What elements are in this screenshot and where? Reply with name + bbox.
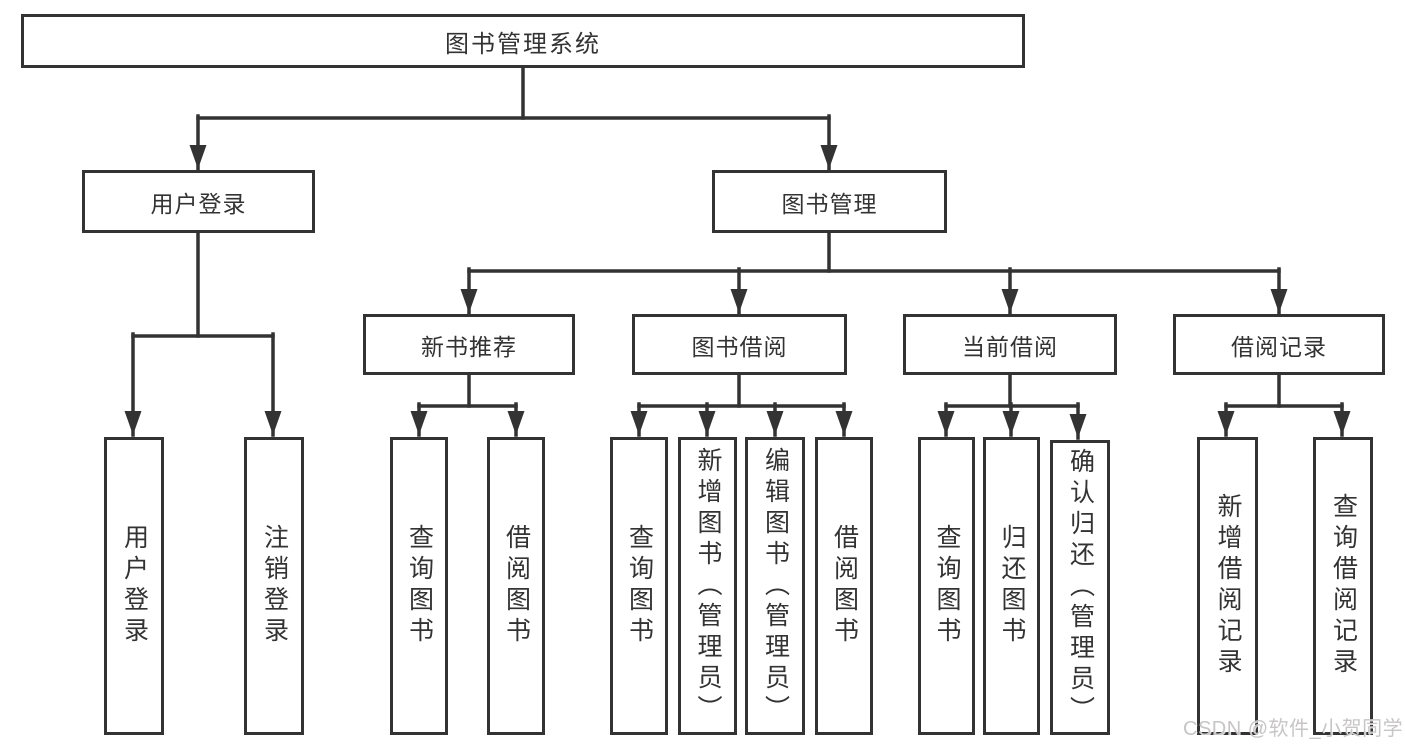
connector-root-to-level2: [189, 64, 838, 171]
node-label: 查询图书: [625, 524, 654, 648]
node-book-management: 图书管理: [712, 170, 947, 233]
watermark: CSDN @软件_小贺同学: [1183, 718, 1404, 740]
node-leaf-query-books-current: 查询图书: [918, 437, 975, 735]
node-leaf-borrow-books-recommend: 借阅图书: [487, 437, 545, 735]
connector-new-book-branch: [410, 373, 525, 437]
node-leaf-logout: 注销登录: [244, 437, 304, 735]
node-label: 确认归还（管理员）: [1066, 448, 1095, 727]
node-label: 用户登录: [120, 524, 149, 648]
connector-borrowing-records-branch: [1217, 373, 1351, 437]
connector-user-login-branch: [124, 231, 282, 437]
node-leaf-confirm-return-admin: 确认归还（管理员）: [1050, 440, 1110, 735]
node-leaf-user-login: 用户登录: [104, 437, 164, 735]
node-borrowing-records: 借阅记录: [1173, 314, 1385, 375]
node-label: 编辑图书（管理员）: [761, 446, 790, 726]
node-label: 借阅记录: [1231, 333, 1327, 360]
node-label: 注销登录: [260, 524, 289, 648]
node-leaf-query-books-borrow: 查询图书: [610, 437, 668, 735]
node-leaf-query-books-recommend: 查询图书: [390, 437, 448, 735]
node-leaf-edit-books-admin: 编辑图书（管理员）: [745, 437, 805, 735]
node-label: 借阅图书: [830, 524, 859, 648]
node-current-borrowing: 当前借阅: [903, 314, 1117, 375]
node-book-borrowing: 图书借阅: [632, 314, 847, 375]
node-leaf-return-books: 归还图书: [983, 437, 1040, 735]
node-label: 查询图书: [405, 524, 434, 648]
node-label: 新增借阅记录: [1214, 493, 1242, 679]
connector-current-borrowing-branch: [937, 373, 1087, 440]
node-book-management-system: 图书管理系统: [21, 14, 1025, 68]
connector-book-management-branch: [460, 231, 1288, 315]
node-label: 图书管理: [781, 190, 878, 217]
node-label: 图书借阅: [691, 333, 788, 360]
node-leaf-borrow-books-borrow: 借阅图书: [815, 437, 873, 735]
node-label: 用户登录: [150, 190, 247, 217]
node-label: 当前借阅: [962, 333, 1058, 360]
node-user-login: 用户登录: [82, 170, 315, 233]
node-label: 查询图书: [933, 524, 961, 648]
node-label: 归还图书: [998, 524, 1026, 648]
node-label: 借阅图书: [502, 524, 531, 648]
node-leaf-add-books-admin: 新增图书（管理员）: [678, 437, 737, 735]
node-label: 新增图书（管理员）: [694, 446, 722, 726]
node-label: 图书管理系统: [445, 30, 601, 58]
node-leaf-add-borrow-record: 新增借阅记录: [1197, 437, 1258, 735]
connector-book-borrowing-branch: [630, 373, 853, 437]
node-new-book-recommendation: 新书推荐: [363, 314, 575, 375]
node-label: 新书推荐: [421, 333, 517, 360]
node-leaf-query-borrow-record: 查询借阅记录: [1313, 437, 1373, 735]
node-label: 查询借阅记录: [1329, 493, 1358, 679]
